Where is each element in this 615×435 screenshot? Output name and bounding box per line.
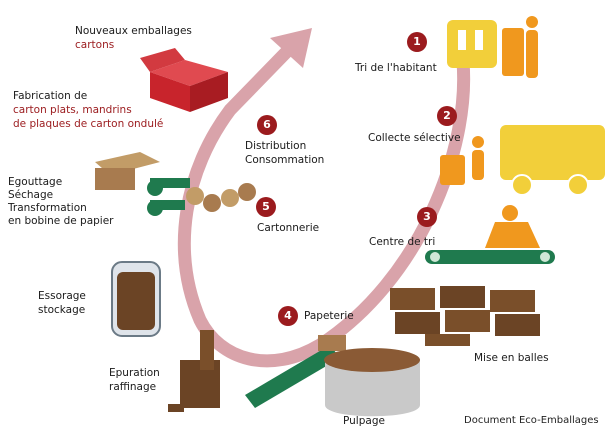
label-fabrication-3: de plaques de carton ondulé xyxy=(13,118,164,130)
label-egouttage-1: Egouttage xyxy=(8,176,63,188)
label-epuration-2: raffinage xyxy=(109,381,157,393)
label-egouttage-3: Transformation xyxy=(8,202,87,214)
label-nouveaux-1: Nouveaux emballages xyxy=(75,25,192,37)
label-fabrication-1: Fabrication de xyxy=(13,90,88,102)
step-badge-6: 6 xyxy=(257,115,277,135)
label-epuration-1: Epuration xyxy=(109,367,160,379)
refining-tank-illustration xyxy=(168,330,220,412)
step-label-4: Papeterie xyxy=(304,310,354,322)
step-label-6b: Consommation xyxy=(245,154,325,166)
step-badge-1: 1 xyxy=(407,32,427,52)
label-essorage-1: Essorage xyxy=(38,290,86,302)
label-mise-en-balles: Mise en balles xyxy=(474,352,549,364)
step-badge-4: 4 xyxy=(278,306,298,326)
pulper-illustration xyxy=(245,335,420,417)
step-label-6a: Distribution xyxy=(245,140,307,152)
paper-machine-illustration xyxy=(95,152,256,216)
step-badge-3: 3 xyxy=(417,207,437,227)
step-label-3: Centre de tri xyxy=(369,236,436,248)
cardboard-box-illustration xyxy=(140,48,228,112)
label-pulpage: Pulpage xyxy=(343,415,385,427)
step-label-1: Tri de l'habitant xyxy=(355,62,437,74)
label-fabrication-2: carton plats, mandrins xyxy=(13,104,132,116)
cycle-arrow-head xyxy=(270,28,312,68)
credit-text: Document Eco-Emballages xyxy=(464,415,599,426)
step-label-5: Cartonnerie xyxy=(257,222,320,234)
step-badge-2: 2 xyxy=(437,106,457,126)
step-badge-5: 5 xyxy=(256,197,276,217)
label-essorage-2: stockage xyxy=(38,304,86,316)
label-nouveaux-2: cartons xyxy=(75,39,115,51)
step-label-2: Collecte sélective xyxy=(368,132,461,144)
label-egouttage-2: Séchage xyxy=(8,189,54,201)
collection-truck-illustration xyxy=(440,125,605,196)
sorting-bins-illustration xyxy=(447,16,538,78)
label-egouttage-4: en bobine de papier xyxy=(8,215,114,227)
storage-tank-illustration xyxy=(111,261,161,337)
bales-illustration xyxy=(390,286,540,346)
sorting-center-illustration xyxy=(425,205,555,264)
